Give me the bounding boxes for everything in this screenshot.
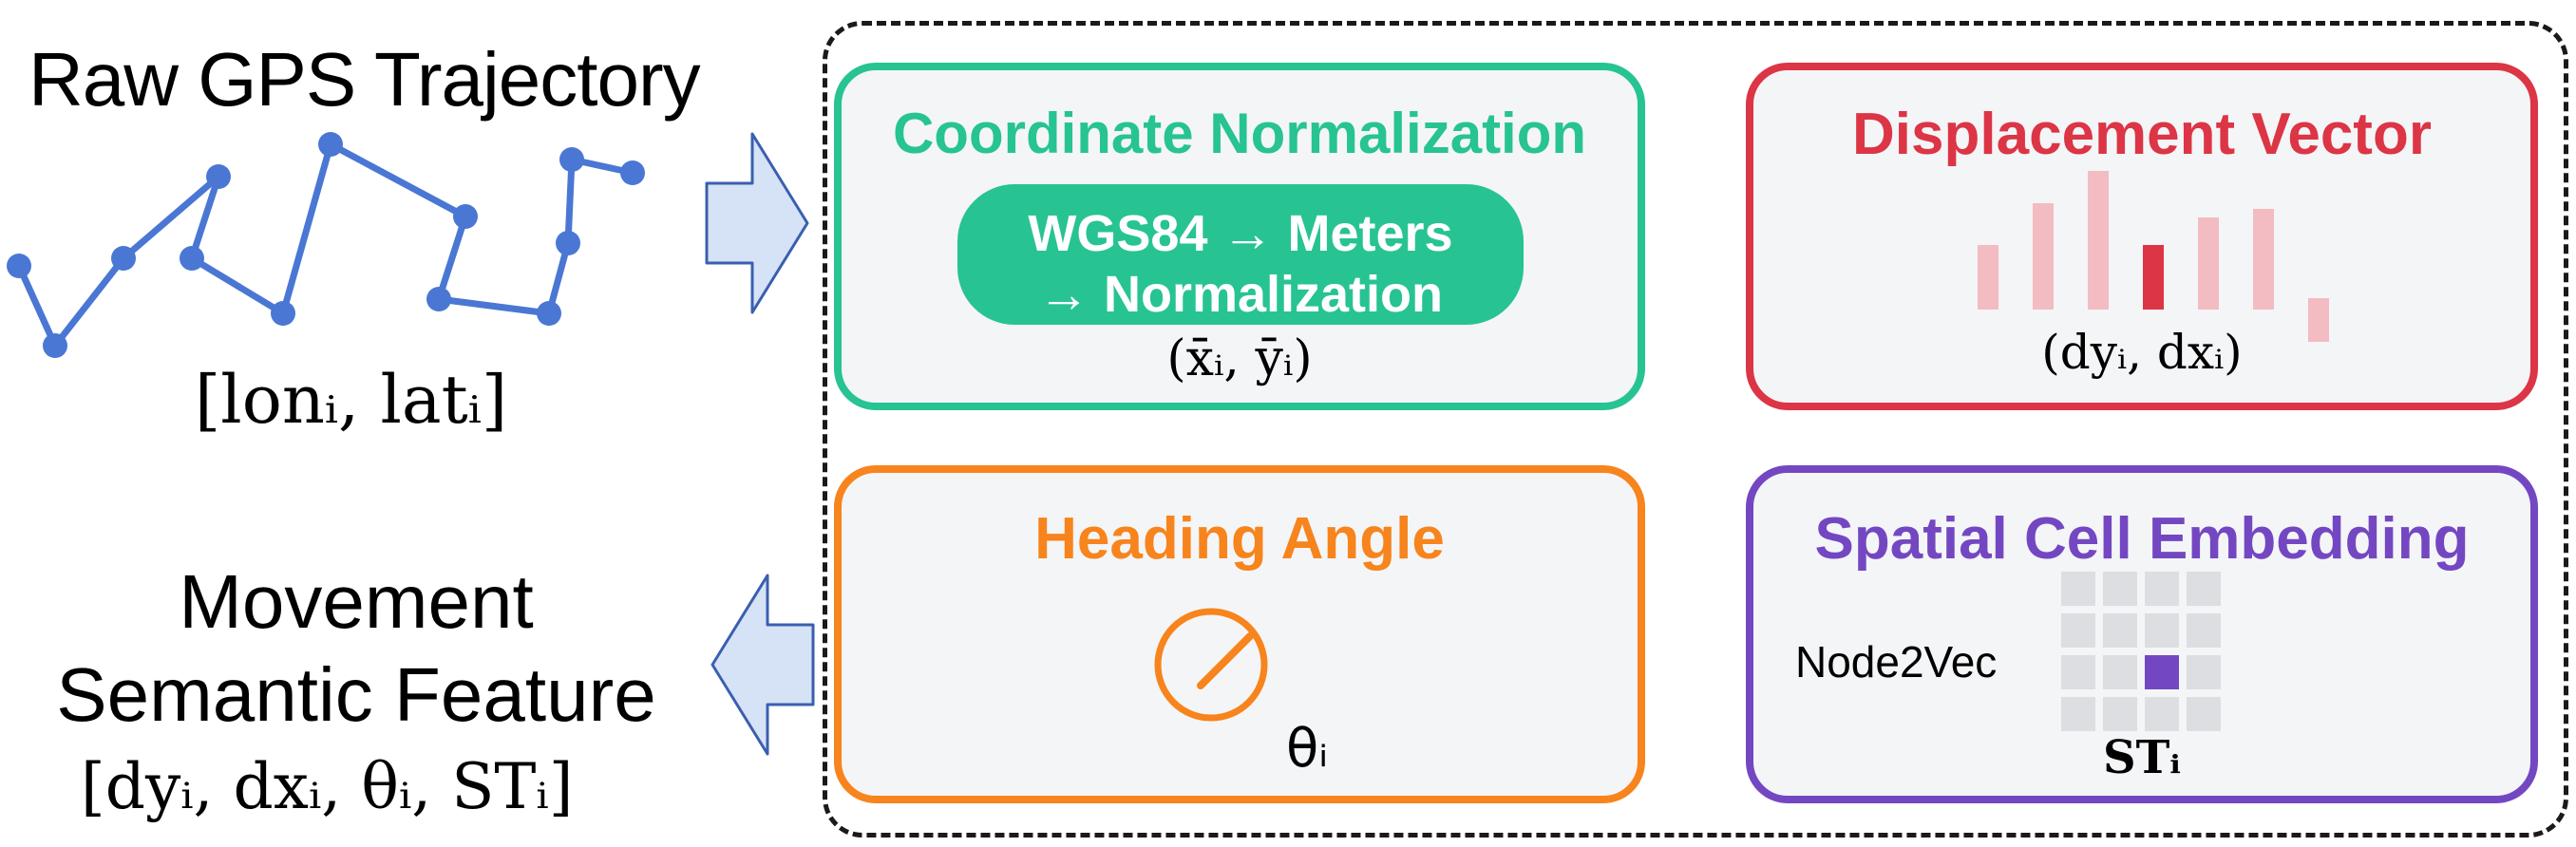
gps-point bbox=[7, 254, 31, 278]
gps-point bbox=[318, 132, 343, 157]
gps-point bbox=[111, 246, 136, 271]
feature-extraction-container bbox=[823, 21, 2568, 838]
spatial-cell bbox=[2103, 613, 2137, 648]
spatial-cell bbox=[2187, 613, 2221, 648]
gps-trajectory-plot bbox=[7, 132, 645, 358]
normalized-coordinate-output: (x̄ᵢ, ȳᵢ) bbox=[1166, 330, 1313, 387]
spatial-cell bbox=[2187, 572, 2221, 606]
gps-point bbox=[620, 160, 645, 185]
gps-point bbox=[453, 204, 478, 229]
gps-point bbox=[271, 301, 295, 326]
normalization-pipeline-pill: WGS84 → Meters → Normalization bbox=[957, 184, 1524, 325]
displacement-bar-highlight bbox=[2143, 245, 2164, 310]
coordinate-normalization-title: Coordinate Normalization bbox=[892, 102, 1587, 165]
spatial-cell bbox=[2061, 655, 2095, 689]
node2vec-label: Node2Vec bbox=[1795, 637, 1998, 687]
output-arrow bbox=[710, 574, 815, 756]
feature-title-line2: Semantic Feature bbox=[56, 652, 656, 737]
raw-coordinate-label: [lonᵢ, latᵢ] bbox=[195, 361, 508, 439]
spatial-cell-selected bbox=[2145, 655, 2179, 689]
heading-dial-icon bbox=[1154, 608, 1268, 722]
heading-angle-title: Heading Angle bbox=[1034, 506, 1445, 572]
gps-point bbox=[426, 287, 451, 311]
displacement-output: (dyᵢ, dxᵢ) bbox=[2041, 325, 2243, 380]
displacement-bar bbox=[2033, 203, 2054, 310]
displacement-bar bbox=[1978, 245, 1998, 310]
input-arrow bbox=[705, 132, 809, 314]
pill-line1: WGS84 → Meters bbox=[1028, 205, 1453, 262]
displacement-bars bbox=[1753, 70, 2530, 403]
trajectory-points bbox=[7, 132, 645, 358]
gps-point bbox=[537, 301, 561, 326]
spatial-cell bbox=[2061, 697, 2095, 731]
spatial-cell-embedding-title: Spatial Cell Embedding bbox=[1814, 506, 2470, 572]
displacement-vector-panel: Displacement Vector (dyᵢ, dxᵢ) bbox=[1746, 63, 2538, 410]
spatial-token-symbol: STᵢ bbox=[2103, 731, 2181, 784]
gps-point bbox=[559, 147, 584, 172]
displacement-bar bbox=[2198, 217, 2219, 310]
displacement-bar bbox=[2308, 298, 2329, 342]
spatial-cell bbox=[2061, 572, 2095, 606]
gps-point bbox=[43, 333, 67, 358]
gps-point bbox=[180, 246, 204, 271]
spatial-cell bbox=[2145, 572, 2179, 606]
heading-angle-panel: Heading Angle θᵢ bbox=[834, 465, 1645, 803]
spatial-cell bbox=[2187, 697, 2221, 731]
pill-line2: → Normalization bbox=[1037, 266, 1444, 323]
raw-trajectory-title: Raw GPS Trajectory bbox=[28, 37, 701, 122]
displacement-bar bbox=[2088, 171, 2109, 310]
spatial-cell bbox=[2145, 613, 2179, 648]
feature-title-line1: Movement bbox=[179, 559, 534, 644]
displacement-bar bbox=[2253, 209, 2274, 310]
spatial-cell bbox=[2145, 697, 2179, 731]
spatial-cell bbox=[2103, 697, 2137, 731]
heading-symbol: θᵢ bbox=[1286, 718, 1329, 780]
spatial-cell-grid bbox=[2061, 572, 2232, 743]
spatial-cell bbox=[2061, 613, 2095, 648]
spatial-cell bbox=[2187, 655, 2221, 689]
coordinate-normalization-panel: Coordinate Normalization WGS84 → Meters … bbox=[834, 63, 1645, 410]
displacement-vector-title: Displacement Vector bbox=[1852, 102, 2432, 167]
feature-vector-label: [dyᵢ, dxᵢ, θᵢ, STᵢ] bbox=[81, 750, 574, 823]
spatial-cell-embedding-panel: Spatial Cell Embedding Node2Vec STᵢ bbox=[1746, 465, 2538, 803]
gps-point bbox=[556, 231, 580, 255]
spatial-cell bbox=[2103, 655, 2137, 689]
gps-point bbox=[206, 164, 231, 189]
spatial-cell bbox=[2103, 572, 2137, 606]
